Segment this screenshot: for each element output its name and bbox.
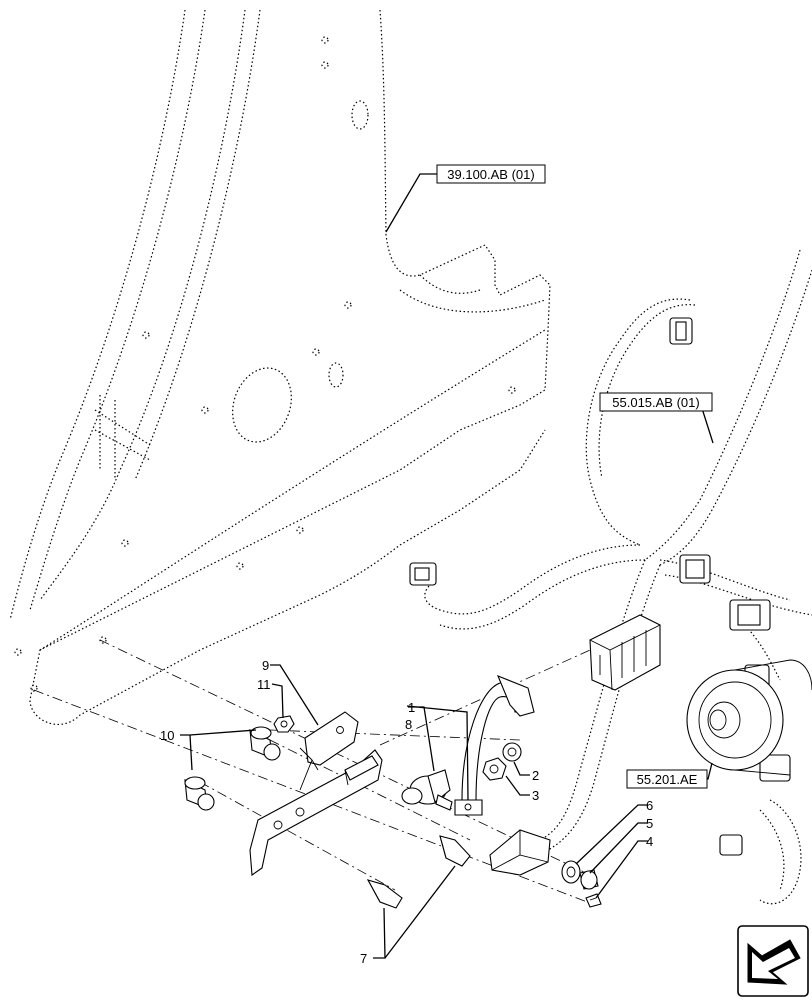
callout-3: 3 xyxy=(532,788,539,803)
nut-11 xyxy=(273,715,295,733)
spacer-10 xyxy=(184,726,281,811)
callouts: 9 11 10 1 8 2 3 6 5 4 7 xyxy=(160,658,653,966)
leader-lines xyxy=(180,173,714,959)
reference-label-55-201: 55.201.AE xyxy=(637,772,698,787)
disconnect-switch-8 xyxy=(401,769,453,811)
bracket-9 xyxy=(249,711,383,877)
reference-box-39[interactable]: 39.100.AB (01) xyxy=(436,164,546,184)
screw-4 xyxy=(585,893,602,908)
reference-label-39: 39.100.AB (01) xyxy=(447,167,534,182)
reference-box-55-201[interactable]: 55.201.AE xyxy=(626,769,708,789)
callout-2: 2 xyxy=(532,768,539,783)
arrow-nav-icon[interactable] xyxy=(737,925,809,997)
callout-1: 1 xyxy=(408,700,415,715)
bolt-7 xyxy=(366,835,471,909)
reference-box-55-015[interactable]: 55.015.AB (01) xyxy=(599,392,713,412)
ground-strap-1 xyxy=(454,675,535,816)
callout-9: 9 xyxy=(262,658,269,673)
spacer-5 xyxy=(579,869,599,890)
callout-7: 7 xyxy=(360,951,367,966)
callout-5: 5 xyxy=(646,816,653,831)
washer-6 xyxy=(561,860,581,884)
callout-11: 11 xyxy=(257,677,271,692)
mount-block xyxy=(489,829,551,876)
nut-3 xyxy=(482,757,507,781)
motor-assembly xyxy=(686,659,812,905)
washer-2 xyxy=(502,742,522,762)
chassis-frame xyxy=(9,9,551,725)
callout-6: 6 xyxy=(646,798,653,813)
callout-4: 4 xyxy=(646,834,653,849)
reference-label-55-015: 55.015.AB (01) xyxy=(612,395,699,410)
callout-8: 8 xyxy=(405,717,412,732)
callout-10: 10 xyxy=(160,728,174,743)
